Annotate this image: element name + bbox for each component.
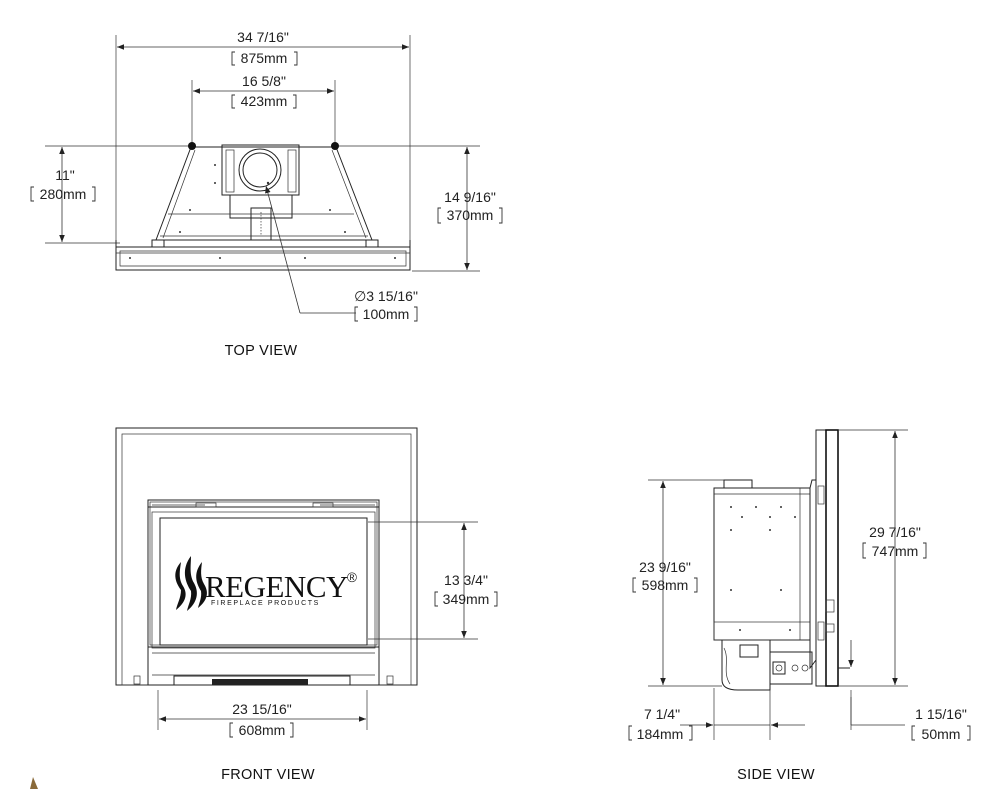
front-faceplate-outer (115, 427, 418, 686)
front-view: REGENCY ® FIREPLACE PRODUCTS 13 3/4" 349… (115, 427, 498, 783)
front-grille-slots (212, 679, 308, 685)
side-body (713, 487, 811, 641)
flame-logo-icon (175, 562, 186, 610)
flue-diameter-mm: 100mm (363, 306, 410, 322)
regency-logo: REGENCY ® FIREPLACE PRODUCTS (175, 556, 357, 611)
flue-diameter-in: ∅3 15/16" (354, 288, 418, 304)
left-depth-in: 11" (55, 167, 75, 183)
unit-width-in: 23 15/16" (232, 701, 291, 717)
opening-height-mm: 349mm (443, 591, 490, 607)
faceplate-depth-in: 1 15/16" (915, 706, 967, 722)
overall-depth-mm: 370mm (447, 207, 494, 223)
front-glass (159, 517, 368, 646)
top-view: 34 7/16" 875mm 16 5/8" 423mm 11" 280mm 1… (30, 29, 503, 359)
faceplate-depth-mm: 50mm (922, 726, 961, 742)
unit-width-mm: 608mm (239, 722, 286, 738)
left-bracket-dot (188, 142, 196, 150)
overall-depth-in: 14 9/16" (444, 189, 496, 205)
registered-mark: ® (347, 570, 357, 585)
overall-width-in: 34 7/16" (237, 29, 289, 45)
front-view-title: FRONT VIEW (221, 767, 315, 783)
brand-subtitle: FIREPLACE PRODUCTS (211, 600, 320, 607)
corner-artifact (30, 777, 38, 789)
side-view-title: SIDE VIEW (737, 767, 815, 783)
overall-height-in: 29 7/16" (869, 524, 921, 540)
right-bracket-dot (331, 142, 339, 150)
bracket-spacing-in: 16 5/8" (242, 73, 286, 89)
brand-name: REGENCY (205, 569, 348, 604)
top-view-body (115, 142, 411, 271)
top-view-title: TOP VIEW (225, 343, 298, 359)
side-faceplate (815, 429, 827, 687)
left-depth-mm: 280mm (40, 186, 87, 202)
overall-width-mm: 875mm (241, 50, 288, 66)
unit-depth-mm: 184mm (637, 726, 684, 742)
side-view: 23 9/16" 598mm 29 7/16" 747mm 7 1/4" 184… (628, 429, 971, 783)
unit-height-mm: 598mm (642, 577, 689, 593)
bracket-spacing-mm: 423mm (241, 93, 288, 109)
overall-height-mm: 747mm (872, 543, 919, 559)
unit-depth-in: 7 1/4" (644, 706, 680, 722)
flue-leader (265, 185, 301, 314)
unit-height-in: 23 9/16" (639, 559, 691, 575)
opening-height-in: 13 3/4" (444, 572, 488, 588)
